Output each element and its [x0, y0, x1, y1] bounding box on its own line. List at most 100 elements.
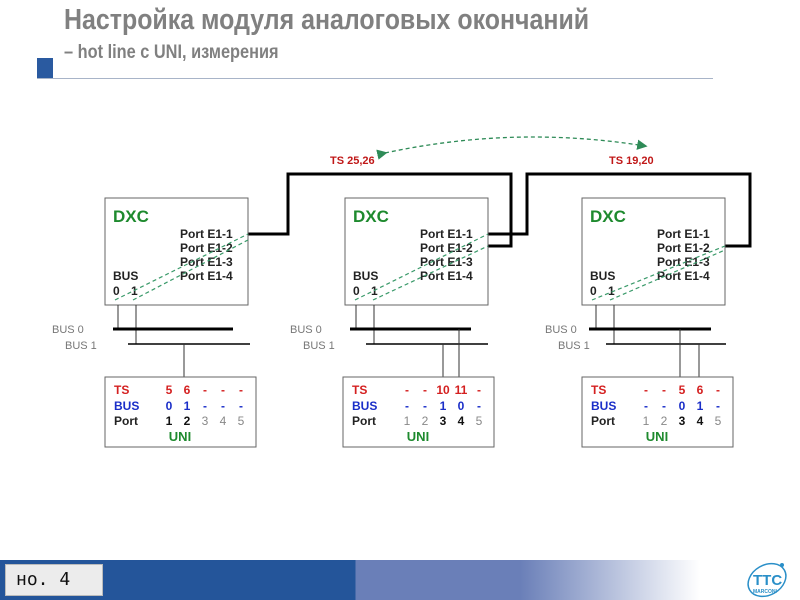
uni-port-number: 1 [166, 414, 173, 428]
cross-connect-dashed [372, 245, 489, 301]
uni-ts-label: TS [114, 383, 129, 397]
cross-connect-dashed [354, 233, 489, 301]
dxc-port-label: Port E1-3 [420, 255, 473, 269]
dxc-title: DXC [353, 207, 389, 226]
uni-title: UNI [646, 429, 668, 444]
ts-right-label: TS 19,20 [609, 155, 654, 167]
uni-bus-value: - [423, 399, 427, 413]
bus-0-label: BUS 0 [52, 324, 84, 336]
uni-ts-value: 5 [679, 383, 686, 397]
uni-ts-value: - [477, 383, 481, 397]
footer-bar [0, 560, 800, 600]
uni-port-number: 2 [661, 414, 668, 428]
uni-ts-value: 11 [455, 383, 468, 397]
uni-ts-value: 10 [436, 383, 450, 397]
e1-link-2 [488, 172, 752, 248]
uni-port-number: 3 [440, 414, 447, 428]
uni-bus-value: 0 [458, 399, 465, 413]
uni-ts-value: - [644, 383, 648, 397]
ttc-marconi-logo: TTC MARCONI [747, 562, 787, 598]
uni-ts-value: - [423, 383, 427, 397]
dxc-bus-1: 1 [608, 284, 615, 298]
uni-bus-value: 1 [184, 399, 191, 413]
uni-ts-label: TS [352, 383, 367, 397]
uni-port-label: Port [114, 414, 138, 428]
cross-connect-dashed [591, 245, 726, 301]
uni-bus-value: - [239, 399, 243, 413]
uni-port-number: 5 [238, 414, 245, 428]
dxc-box [104, 197, 249, 306]
uni-title: UNI [169, 429, 191, 444]
title-divider [37, 78, 713, 79]
dxc-title: DXC [590, 207, 626, 226]
cross-connect-dashed [132, 239, 249, 301]
uni-ts-value: - [716, 383, 720, 397]
uni-bus-value: - [221, 399, 225, 413]
dxc-port-label: Port E1-2 [180, 241, 233, 255]
uni-port-number: 5 [476, 414, 483, 428]
uni-ts-value: - [203, 383, 207, 397]
uni-ts-value: - [405, 383, 409, 397]
uni-port-number: 5 [715, 414, 722, 428]
dxc-bus-label: BUS [590, 269, 615, 283]
uni-bus-value: - [662, 399, 666, 413]
uni-title: UNI [407, 429, 429, 444]
uni-ts-value: - [662, 383, 666, 397]
uni-bus-value: 0 [166, 399, 173, 413]
slide-title: Настройка модуля аналоговых окончаний [64, 4, 590, 36]
dxc-bus-label: BUS [353, 269, 378, 283]
uni-port-number: 4 [220, 414, 227, 428]
slide-subtitle: – hot line с UNI, измерения [64, 42, 279, 63]
uni-ts-value: 6 [184, 383, 191, 397]
uni-bus-value: - [644, 399, 648, 413]
uni-port-number: 1 [643, 414, 650, 428]
uni-port-number: 1 [404, 414, 411, 428]
bus-1-label: BUS 1 [558, 340, 590, 352]
uni-port-number: 4 [697, 414, 704, 428]
dxc-bus-0: 0 [590, 284, 597, 298]
dxc-port-label: Port E1-4 [420, 269, 473, 283]
dxc-bus-0: 0 [113, 284, 120, 298]
title-bullet-square [37, 58, 53, 78]
uni-bus-value: 1 [440, 399, 447, 413]
uni-box [342, 376, 495, 448]
uni-bus-value: 0 [679, 399, 686, 413]
bus-1-label: BUS 1 [65, 340, 97, 352]
uni-ts-value: - [221, 383, 225, 397]
page-number: но. 4 [5, 564, 103, 596]
bus-0-label: BUS 0 [545, 324, 577, 336]
dxc-port-label: Port E1-3 [657, 255, 710, 269]
svg-text:MARCONI: MARCONI [753, 589, 777, 595]
uni-ts-value: 6 [697, 383, 704, 397]
dxc-port-label: Port E1-1 [180, 227, 233, 241]
uni-box [581, 376, 734, 448]
uni-port-number: 2 [184, 414, 191, 428]
dxc-bus-1: 1 [371, 284, 378, 298]
dxc-port-label: Port E1-1 [657, 227, 710, 241]
uni-bus-label: BUS [591, 399, 616, 413]
uni-bus-value: - [716, 399, 720, 413]
dxc-bus-1: 1 [131, 284, 138, 298]
uni-ts-value: 5 [166, 383, 173, 397]
uni-box [104, 376, 257, 448]
svg-text:TTC: TTC [753, 572, 782, 589]
e1-link-1 [248, 172, 513, 248]
uni-bus-value: - [405, 399, 409, 413]
cross-connect-dashed [114, 233, 249, 301]
ts-left-label: TS 25,26 [330, 155, 375, 167]
uni-bus-label: BUS [352, 399, 377, 413]
uni-bus-value: - [477, 399, 481, 413]
uni-port-number: 2 [422, 414, 429, 428]
bus-1-label: BUS 1 [303, 340, 335, 352]
hotline-arrow [376, 136, 648, 160]
uni-bus-value: - [203, 399, 207, 413]
uni-bus-label: BUS [114, 399, 139, 413]
dxc-box [344, 197, 489, 306]
uni-port-number: 4 [458, 414, 465, 428]
uni-ts-value: - [239, 383, 243, 397]
dxc-port-label: Port E1-1 [420, 227, 473, 241]
dxc-box [581, 197, 726, 306]
